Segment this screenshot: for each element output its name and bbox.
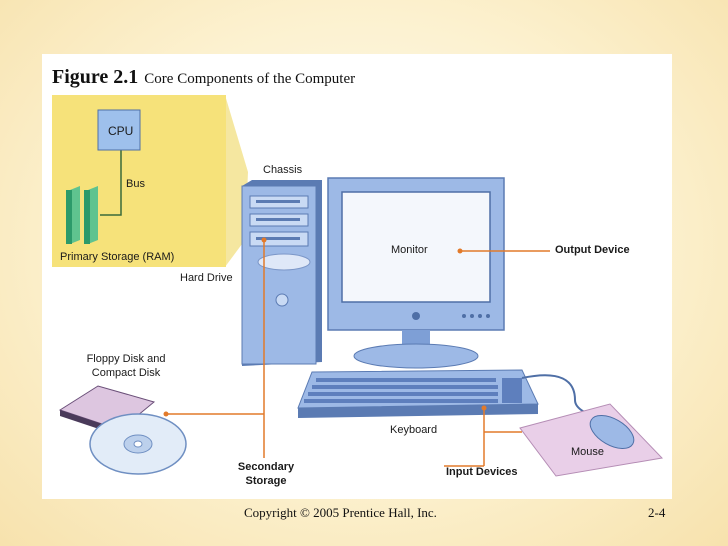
slide-number: 2-4 xyxy=(648,505,666,520)
floppy-disk-label-line1: Floppy Disk and xyxy=(86,353,166,365)
chassis-tower xyxy=(241,180,322,366)
monitor-stand xyxy=(353,343,479,369)
cpu-chip xyxy=(97,109,141,151)
chassis-front xyxy=(241,185,317,365)
cpu-label: CPU xyxy=(108,124,134,138)
mouse-body xyxy=(589,415,635,449)
floppy-and-cd xyxy=(58,385,187,475)
secondary-storage-label: Secondary Storage xyxy=(228,460,304,488)
leader-lines xyxy=(166,240,550,467)
bus-line xyxy=(100,150,122,216)
floppy-disk-label-line2: Compact Disk xyxy=(91,367,161,379)
floppy-disk-label: Floppy Disk and Compact Disk xyxy=(68,352,184,380)
secondary-storage-label-line2: Storage xyxy=(245,475,287,487)
ram-label: Primary Storage (RAM) xyxy=(60,251,175,263)
input-devices-label: Input Devices xyxy=(446,466,518,478)
monitor-screen xyxy=(341,191,491,303)
figure-number: Figure 2.1 xyxy=(52,66,139,88)
inset-zoom xyxy=(52,95,248,267)
mouse-device xyxy=(519,374,664,477)
monitor-label: Monitor xyxy=(391,244,428,256)
hard-drive-label: Hard Drive xyxy=(180,272,233,284)
output-device-label: Output Device xyxy=(555,244,630,256)
cd-disc-in-drive xyxy=(257,253,311,271)
keyboard-label: Keyboard xyxy=(390,424,438,436)
bus-label: Bus xyxy=(126,178,145,190)
mouse-label: Mouse xyxy=(571,446,605,458)
power-button xyxy=(275,293,289,307)
secondary-storage-label-line1: Secondary xyxy=(237,461,295,473)
figure-caption: Core Components of the Computer xyxy=(144,71,356,87)
chassis-label: Chassis xyxy=(263,164,303,176)
figure-title: Figure 2.1 Core Components of the Compute… xyxy=(52,66,355,89)
monitor-device xyxy=(327,177,505,369)
copyright-text: Copyright © 2005 Prentice Hall, Inc. xyxy=(244,505,437,520)
mousepad xyxy=(519,403,664,477)
keyboard-device xyxy=(297,369,539,418)
ram-modules xyxy=(66,186,98,244)
